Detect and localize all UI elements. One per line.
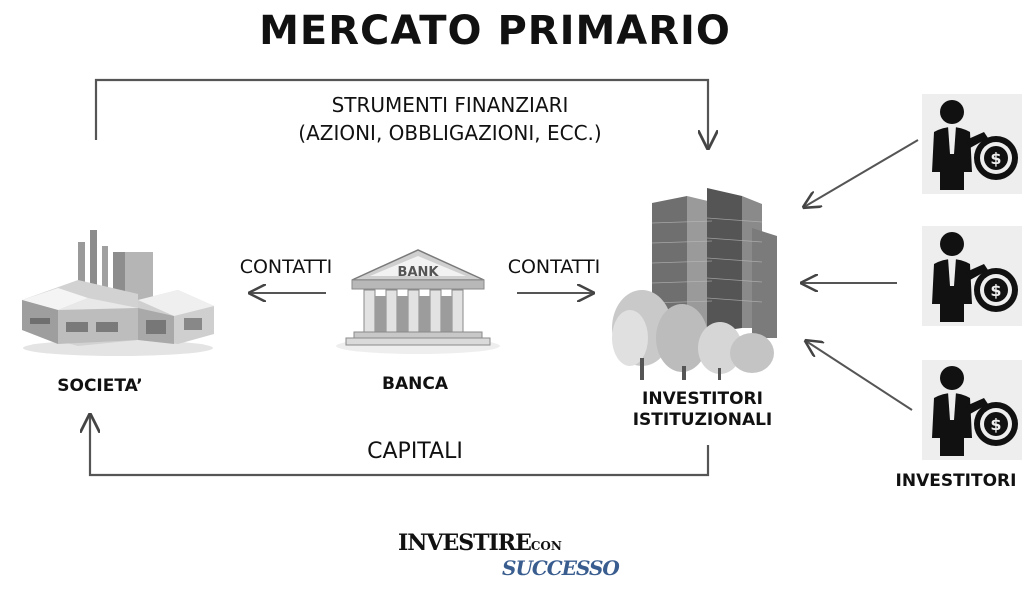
financial-instruments-line1: STRUMENTI FINANZIARI — [331, 93, 569, 117]
institutional-investors-label: INVESTITORI ISTITUZIONALI — [610, 389, 795, 431]
logo-part2: CON — [530, 539, 562, 553]
bank-sign: BANK — [398, 265, 440, 280]
investor-with-coin-icon: $ — [922, 94, 1022, 194]
company-label: SOCIETA’ — [57, 376, 143, 396]
financial-instruments-arrow — [94, 78, 708, 148]
brand-logo: INVESTIRECON SUCCESSO — [398, 532, 628, 581]
investor-arrow-bottom — [806, 341, 913, 411]
institutional-line1: INVESTITORI — [642, 389, 763, 409]
investor-with-coin-icon: $ — [922, 360, 1022, 460]
investor-arrow-top — [804, 139, 919, 207]
contacts-left-label: CONTATTI — [239, 256, 333, 278]
bank-label: BANCA — [382, 374, 448, 394]
capital-label: CAPITALI — [367, 439, 463, 464]
investor-with-coin-icon: $ — [922, 226, 1022, 326]
contacts-right-label: CONTATTI — [507, 256, 601, 278]
institutional-line2: ISTITUZIONALI — [632, 410, 773, 430]
capital-arrow — [90, 415, 710, 477]
svg-text:$: $ — [990, 149, 1001, 168]
skyscraper-icon — [612, 188, 777, 380]
bank-icon: BANK — [336, 249, 500, 354]
investors-label: INVESTITORI — [895, 471, 1017, 491]
svg-text:$: $ — [990, 281, 1001, 300]
svg-text:$: $ — [990, 415, 1001, 434]
logo-part3: SUCCESSO — [502, 556, 620, 580]
logo-part1: INVESTIRE — [398, 530, 532, 556]
financial-instruments-label: STRUMENTI FINANZIARI (AZIONI, OBBLIGAZIO… — [200, 93, 700, 145]
factory-icon — [22, 230, 214, 356]
page-title: MERCATO PRIMARIO — [259, 8, 731, 54]
financial-instruments-line2: (AZIONI, OBBLIGAZIONI, ECC.) — [298, 121, 602, 145]
